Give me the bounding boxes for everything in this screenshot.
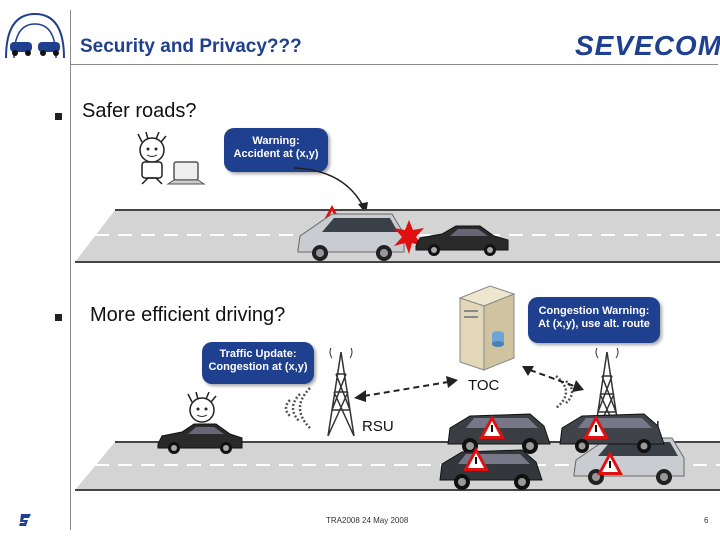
silver-van	[573, 437, 685, 485]
warning-bubble: Warning: Accident at (x,y)	[224, 128, 328, 172]
warning-triangle-icon	[463, 447, 489, 471]
silver-van	[297, 213, 405, 261]
black-car-driver	[157, 423, 243, 454]
footer-logo-icon	[19, 514, 31, 526]
toc-server-icon	[458, 285, 516, 371]
warning-triangle-icon	[597, 451, 623, 475]
bullet-marker	[55, 314, 62, 321]
bullet-marker	[55, 113, 62, 120]
toc-rsu-link-arrow	[354, 376, 458, 402]
rsu-left-label: RSU	[362, 418, 394, 435]
sevecom-logo-text: SEVECOM	[575, 30, 720, 61]
sevecom-car-logo	[5, 12, 65, 59]
footer-event-date: TRA2008 24 May 2008	[326, 516, 409, 525]
congestion-warning-bubble: Congestion Warning: At (x,y), use alt. r…	[528, 297, 660, 343]
warning-triangle-icon	[479, 415, 505, 439]
rsu-tower-left	[327, 348, 355, 437]
black-sports-car	[415, 225, 509, 256]
page-number: 6	[704, 516, 709, 525]
toc-label: TOC	[468, 377, 500, 394]
left-divider	[70, 10, 71, 530]
bullet-safer-roads: Safer roads?	[82, 100, 197, 122]
crash-burst-icon	[394, 220, 424, 254]
bullet-efficient-driving: More efficient driving?	[90, 304, 286, 326]
dark-suv	[439, 449, 543, 490]
dark-suv	[559, 413, 665, 453]
kid-driver-figure	[187, 392, 217, 423]
header-divider	[70, 64, 718, 65]
toc-rsu-link-arrow	[522, 366, 584, 392]
page-title: Security and Privacy???	[80, 36, 302, 57]
kid-with-laptop-figure	[137, 132, 206, 185]
warning-triangle-icon	[583, 415, 609, 439]
wireless-signal-icon	[284, 387, 311, 429]
traffic-update-bubble: Traffic Update: Congestion at (x,y)	[202, 342, 314, 384]
